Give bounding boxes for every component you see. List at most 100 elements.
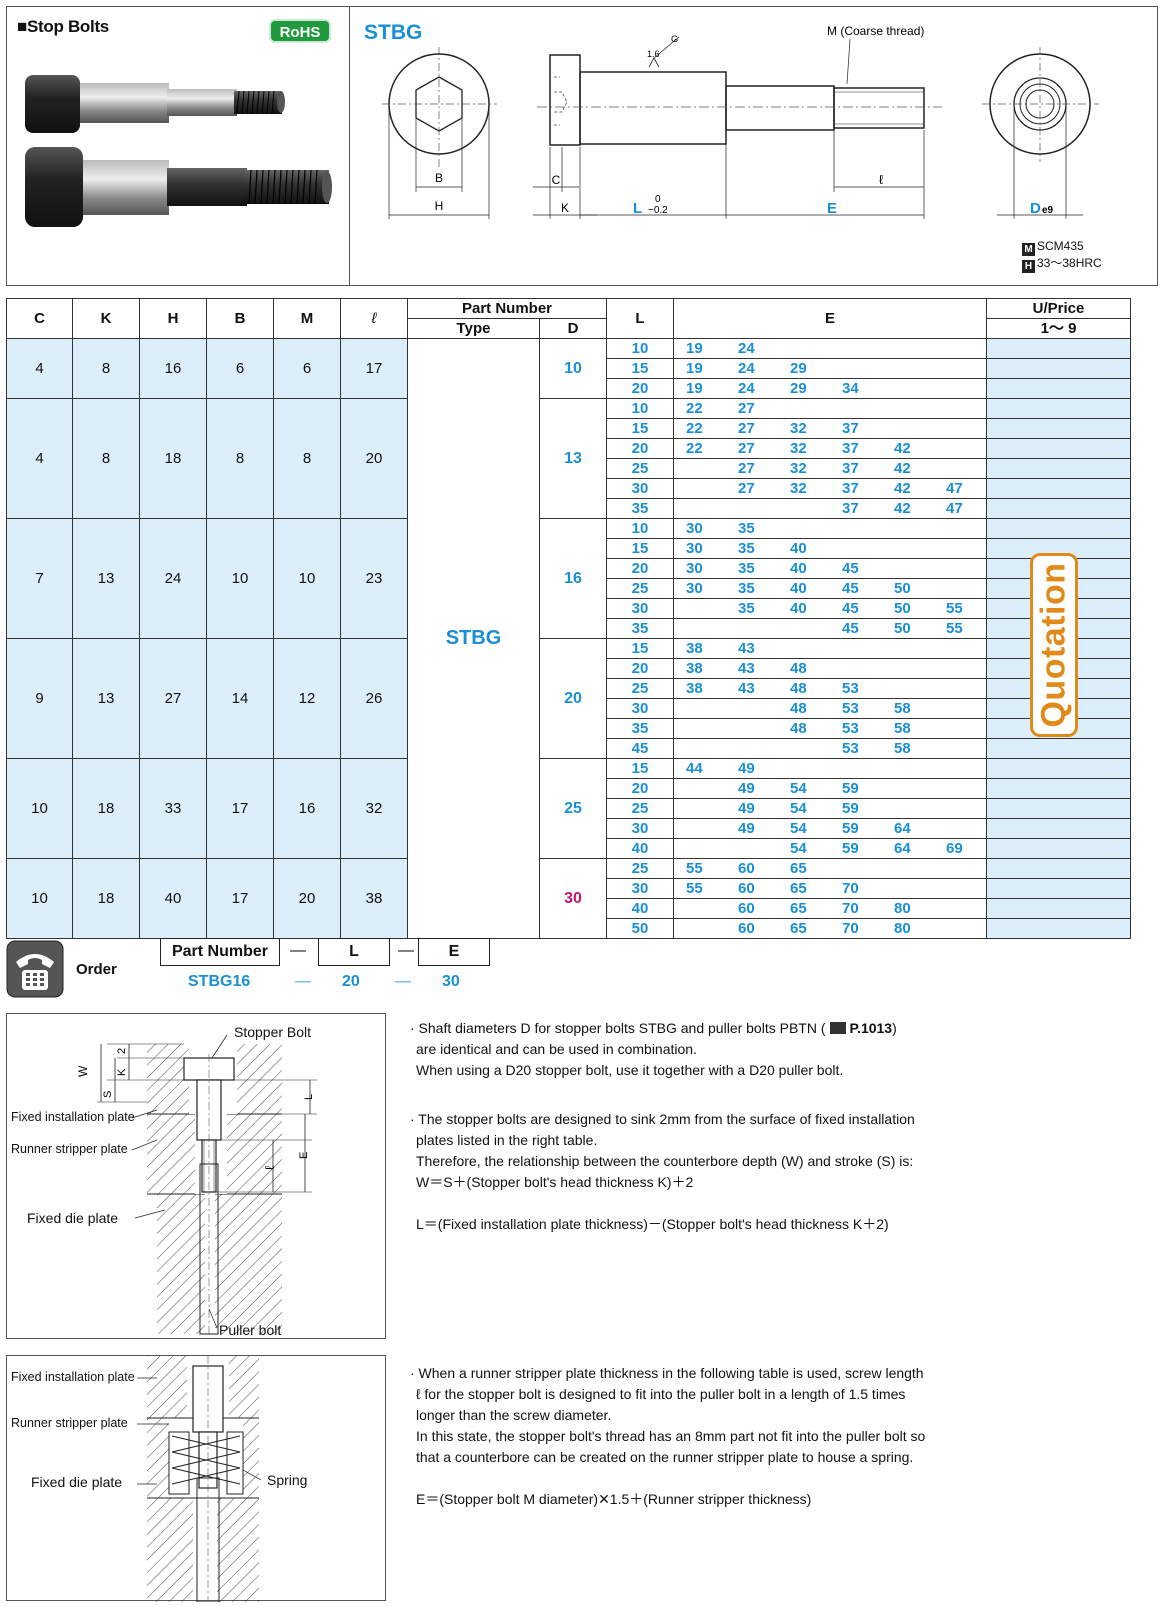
e-value[interactable]: 53 bbox=[842, 719, 859, 737]
cell-l[interactable]: 35 bbox=[606, 618, 674, 639]
cell-l[interactable]: 20 bbox=[606, 558, 674, 579]
cell-l[interactable]: 25 bbox=[606, 678, 674, 699]
e-value[interactable]: 30 bbox=[686, 519, 703, 537]
e-value[interactable]: 42 bbox=[894, 459, 911, 477]
e-value[interactable]: 43 bbox=[738, 679, 755, 697]
e-value[interactable]: 59 bbox=[842, 799, 859, 817]
e-value[interactable]: 27 bbox=[738, 479, 755, 497]
e-value[interactable]: 80 bbox=[894, 919, 911, 937]
e-value[interactable]: 37 bbox=[842, 459, 859, 477]
e-value[interactable]: 38 bbox=[686, 639, 703, 657]
cell-l[interactable]: 50 bbox=[606, 918, 674, 939]
page-reference-link[interactable]: P.1013 bbox=[849, 1020, 893, 1036]
e-value[interactable]: 42 bbox=[894, 439, 911, 457]
e-value[interactable]: 60 bbox=[738, 859, 755, 877]
e-value[interactable]: 58 bbox=[894, 719, 911, 737]
e-value[interactable]: 80 bbox=[894, 899, 911, 917]
cell-l[interactable]: 10 bbox=[606, 518, 674, 539]
e-value[interactable]: 30 bbox=[686, 539, 703, 557]
e-value[interactable]: 32 bbox=[790, 419, 807, 437]
cell-l[interactable]: 30 bbox=[606, 698, 674, 719]
e-value[interactable]: 54 bbox=[790, 819, 807, 837]
e-value[interactable]: 27 bbox=[738, 419, 755, 437]
e-value[interactable]: 64 bbox=[894, 819, 911, 837]
e-value[interactable]: 65 bbox=[790, 879, 807, 897]
e-value[interactable]: 50 bbox=[894, 619, 911, 637]
e-value[interactable]: 54 bbox=[790, 839, 807, 857]
e-value[interactable]: 55 bbox=[686, 879, 703, 897]
e-value[interactable]: 47 bbox=[946, 479, 963, 497]
e-value[interactable]: 35 bbox=[738, 559, 755, 577]
e-value[interactable]: 38 bbox=[686, 679, 703, 697]
e-value[interactable]: 53 bbox=[842, 739, 859, 757]
e-value[interactable]: 27 bbox=[738, 439, 755, 457]
e-value[interactable]: 65 bbox=[790, 859, 807, 877]
cell-l[interactable]: 15 bbox=[606, 538, 674, 559]
e-value[interactable]: 70 bbox=[842, 899, 859, 917]
e-value[interactable]: 22 bbox=[686, 399, 703, 417]
e-value[interactable]: 45 bbox=[842, 559, 859, 577]
e-value[interactable]: 54 bbox=[790, 799, 807, 817]
e-value[interactable]: 34 bbox=[842, 379, 859, 397]
e-value[interactable]: 40 bbox=[790, 539, 807, 557]
e-value[interactable]: 22 bbox=[686, 419, 703, 437]
cell-l[interactable]: 30 bbox=[606, 478, 674, 499]
e-value[interactable]: 24 bbox=[738, 379, 755, 397]
e-value[interactable]: 55 bbox=[946, 619, 963, 637]
e-value[interactable]: 43 bbox=[738, 639, 755, 657]
e-value[interactable]: 42 bbox=[894, 499, 911, 517]
e-value[interactable]: 47 bbox=[946, 499, 963, 517]
e-value[interactable]: 24 bbox=[738, 339, 755, 357]
cell-l[interactable]: 25 bbox=[606, 458, 674, 479]
e-value[interactable]: 35 bbox=[738, 599, 755, 617]
e-value[interactable]: 49 bbox=[738, 819, 755, 837]
e-value[interactable]: 53 bbox=[842, 679, 859, 697]
e-value[interactable]: 38 bbox=[686, 659, 703, 677]
e-value[interactable]: 37 bbox=[842, 419, 859, 437]
e-value[interactable]: 48 bbox=[790, 719, 807, 737]
e-value[interactable]: 45 bbox=[842, 619, 859, 637]
e-value[interactable]: 40 bbox=[790, 579, 807, 597]
e-value[interactable]: 48 bbox=[790, 679, 807, 697]
e-value[interactable]: 70 bbox=[842, 879, 859, 897]
e-value[interactable]: 60 bbox=[738, 879, 755, 897]
e-value[interactable]: 45 bbox=[842, 579, 859, 597]
e-value[interactable]: 48 bbox=[790, 659, 807, 677]
cell-l[interactable]: 15 bbox=[606, 758, 674, 779]
cell-l[interactable]: 40 bbox=[606, 898, 674, 919]
e-value[interactable]: 40 bbox=[790, 599, 807, 617]
e-value[interactable]: 48 bbox=[790, 699, 807, 717]
e-value[interactable]: 29 bbox=[790, 379, 807, 397]
e-value[interactable]: 22 bbox=[686, 439, 703, 457]
e-value[interactable]: 30 bbox=[686, 579, 703, 597]
e-value[interactable]: 64 bbox=[894, 839, 911, 857]
cell-l[interactable]: 25 bbox=[606, 578, 674, 599]
e-value[interactable]: 69 bbox=[946, 839, 963, 857]
cell-l[interactable]: 10 bbox=[606, 398, 674, 419]
e-value[interactable]: 65 bbox=[790, 919, 807, 937]
e-value[interactable]: 19 bbox=[686, 379, 703, 397]
e-value[interactable]: 59 bbox=[842, 839, 859, 857]
cell-l[interactable]: 15 bbox=[606, 638, 674, 659]
cell-l[interactable]: 45 bbox=[606, 738, 674, 759]
cell-l[interactable]: 20 bbox=[606, 658, 674, 679]
e-value[interactable]: 19 bbox=[686, 339, 703, 357]
e-value[interactable]: 24 bbox=[738, 359, 755, 377]
e-value[interactable]: 35 bbox=[738, 519, 755, 537]
e-value[interactable]: 32 bbox=[790, 479, 807, 497]
e-value[interactable]: 44 bbox=[686, 759, 703, 777]
cell-l[interactable]: 25 bbox=[606, 798, 674, 819]
cell-l[interactable]: 30 bbox=[606, 818, 674, 839]
e-value[interactable]: 53 bbox=[842, 699, 859, 717]
e-value[interactable]: 37 bbox=[842, 479, 859, 497]
cell-l[interactable]: 15 bbox=[606, 358, 674, 379]
e-value[interactable]: 58 bbox=[894, 699, 911, 717]
e-value[interactable]: 49 bbox=[738, 799, 755, 817]
e-value[interactable]: 45 bbox=[842, 599, 859, 617]
e-value[interactable]: 60 bbox=[738, 899, 755, 917]
cell-l[interactable]: 20 bbox=[606, 438, 674, 459]
cell-l[interactable]: 20 bbox=[606, 778, 674, 799]
e-value[interactable]: 35 bbox=[738, 539, 755, 557]
cell-l[interactable]: 20 bbox=[606, 378, 674, 399]
e-value[interactable]: 19 bbox=[686, 359, 703, 377]
